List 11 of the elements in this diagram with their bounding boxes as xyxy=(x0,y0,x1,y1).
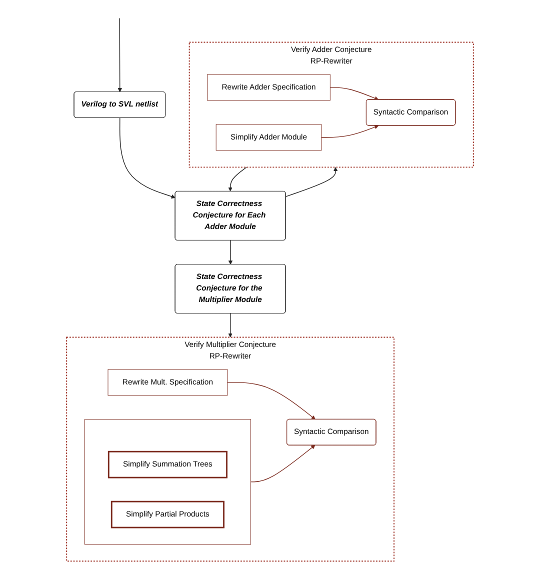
arrow xyxy=(119,118,176,199)
arrow xyxy=(321,125,379,138)
arrow xyxy=(228,166,247,192)
arrow xyxy=(118,18,122,92)
arrow xyxy=(228,240,233,265)
arrow xyxy=(330,87,379,100)
cluster xyxy=(84,419,252,545)
arrow xyxy=(250,444,316,482)
arrow xyxy=(227,382,316,420)
arrow xyxy=(285,167,338,198)
arrow xyxy=(228,312,232,338)
